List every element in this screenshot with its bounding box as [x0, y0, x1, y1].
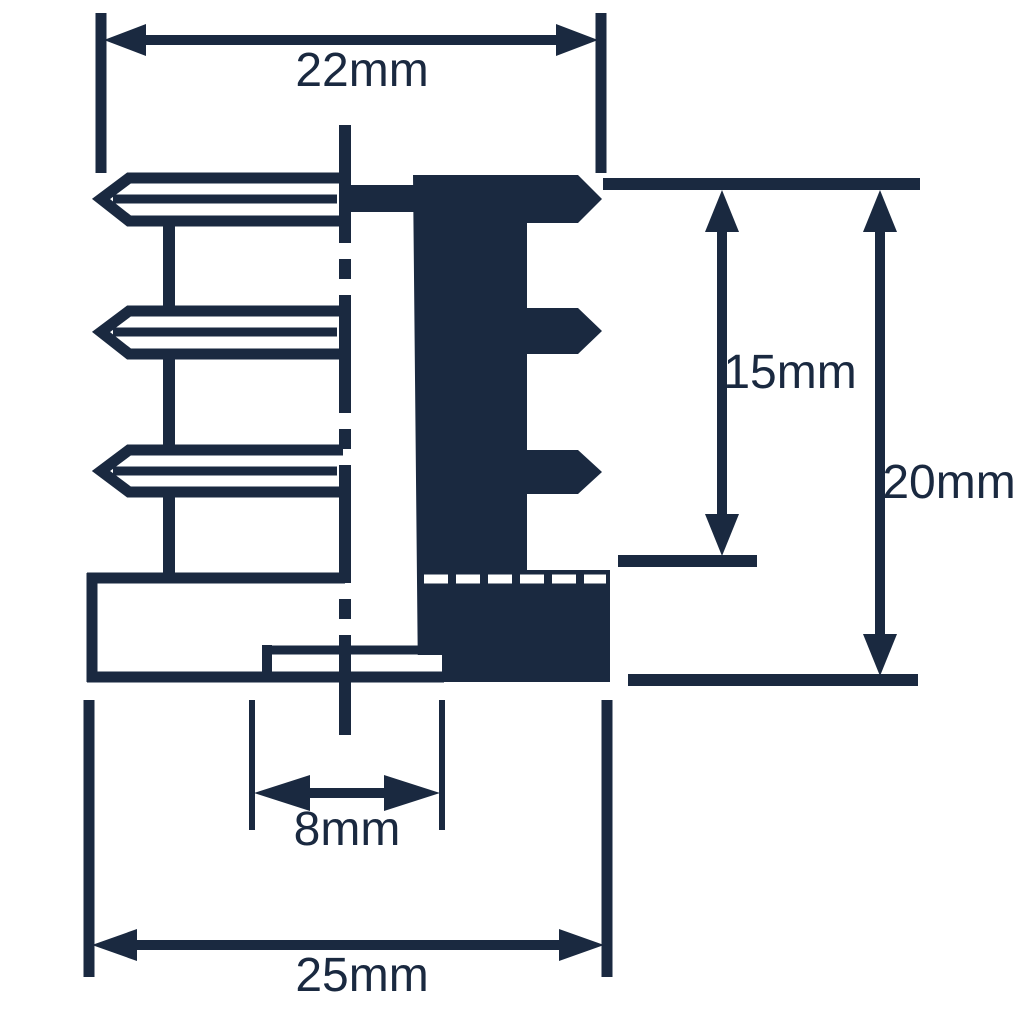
insert-left-section-outline — [86, 172, 345, 682]
label-25mm: 25mm — [295, 949, 428, 1002]
right-top-connector — [345, 185, 418, 212]
arrowhead-25mm-right — [559, 929, 604, 961]
dimension-15mm — [705, 190, 739, 556]
left-fin-2-outline — [91, 305, 343, 360]
label-15mm: 15mm — [723, 346, 856, 399]
dimension-25mm — [83, 700, 613, 977]
label-20mm: 20mm — [882, 456, 1015, 509]
dimension-20mm — [863, 190, 897, 676]
insert-right-solid — [345, 175, 610, 682]
arrowhead-22mm-right — [556, 24, 598, 56]
label-8mm: 8mm — [294, 803, 401, 856]
dimension-22mm — [95, 13, 607, 173]
foot-tab-edges — [87, 645, 444, 683]
dimensions — [83, 13, 920, 977]
dimension-8mm — [249, 700, 445, 830]
arrowhead-22mm-left — [104, 24, 146, 56]
arrowhead-25mm-left — [92, 929, 137, 961]
foot-tab-interior — [267, 655, 442, 673]
arrowhead-15mm-top — [705, 190, 739, 232]
right-body-with-barbs — [413, 175, 610, 682]
left-fin-1-outline — [91, 172, 343, 227]
arrowhead-8mm-left — [254, 775, 310, 811]
arrowhead-20mm-top — [863, 190, 897, 232]
dimension-labels: 22mm 15mm 20mm 8mm 25mm — [294, 44, 1016, 1002]
arrowhead-15mm-bottom — [705, 514, 739, 556]
left-fin-3-outline — [91, 444, 343, 498]
label-22mm: 22mm — [295, 44, 428, 97]
arrowhead-8mm-right — [384, 775, 440, 811]
arrowhead-20mm-bottom — [863, 634, 897, 676]
